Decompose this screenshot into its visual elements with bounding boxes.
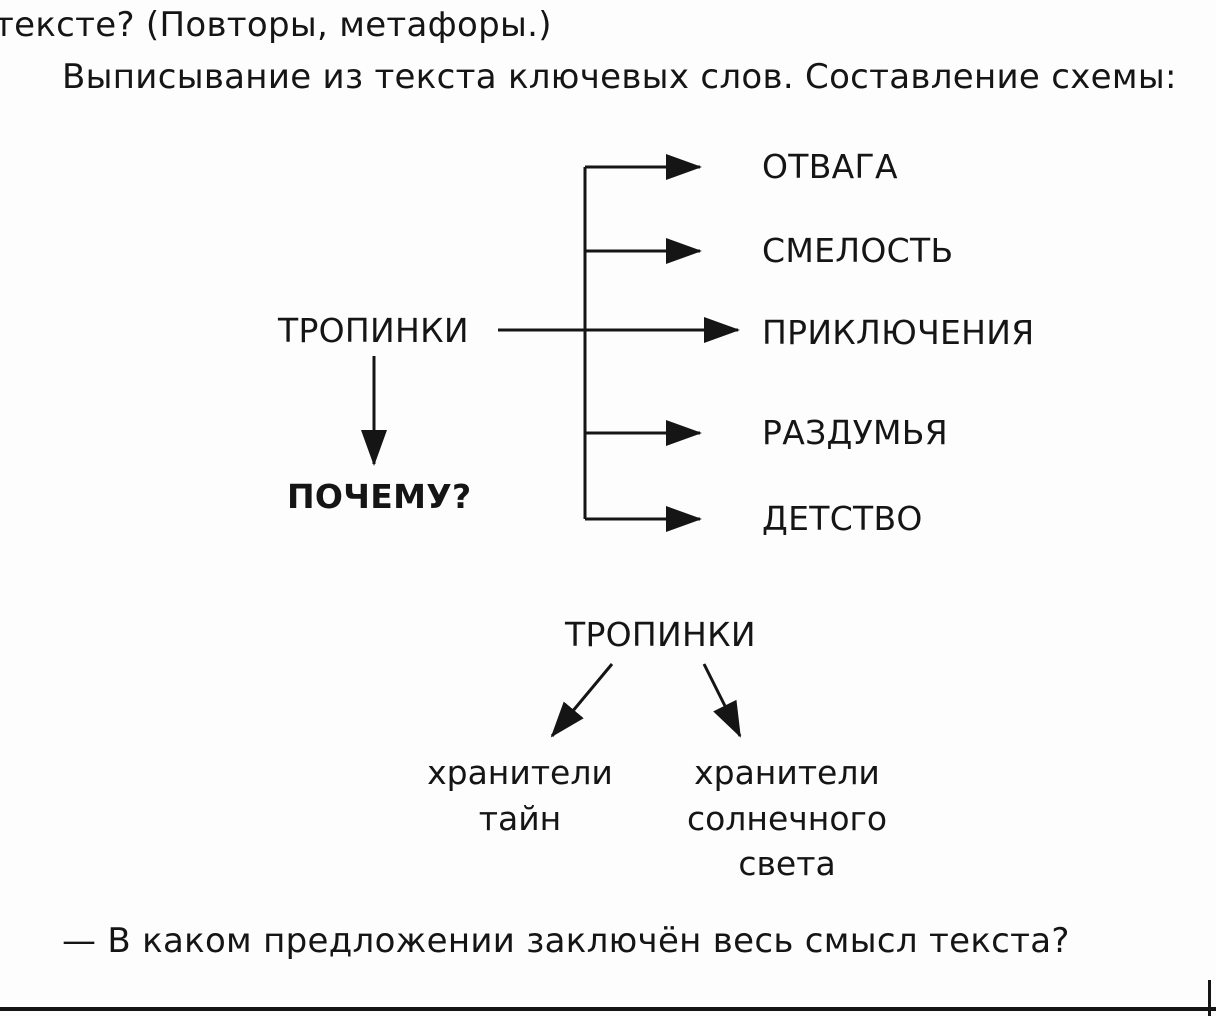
schema1-target-4: ДЕТСТВО [762,499,923,538]
schema2-root-node: ТРОПИНКИ [565,615,756,654]
schema2-right-line-1: солнечного [686,798,888,838]
left-diagonal-arrow [550,663,614,738]
scan-bottom-edge-line [0,1007,1216,1011]
schema2-right-line-0: хранители [694,753,880,792]
schema2-right-node: хранители солнечного света [672,750,902,887]
schema1-target-3: РАЗДУМЬЯ [762,413,948,452]
schema2-left-node: хранители тайн [420,750,620,841]
schema2-right-line-2: света [738,844,836,884]
header-line-task: Выписывание из текста ключевых слов. Сос… [62,57,1177,97]
schema1-target-0: ОТВАГА [762,147,898,186]
right-diagonal-arrow [702,663,742,738]
schema1-target-2: ПРИКЛЮЧЕНИЯ [762,313,1035,352]
schema1-source-node: ТРОПИНКИ [278,311,469,350]
schema2-left-line-0: хранители [427,753,613,792]
scan-right-edge-line [1208,980,1211,1016]
header-line-cutoff: тексте? (Повторы, метафоры.) [0,5,552,45]
schema1-target-1: СМЕЛОСТЬ [762,231,954,270]
schema2-left-line-1: тайн [478,798,562,838]
footer-question: — В каком предложении заключён весь смыс… [62,921,1070,961]
schema1-question-node: ПОЧЕМУ? [287,477,472,516]
